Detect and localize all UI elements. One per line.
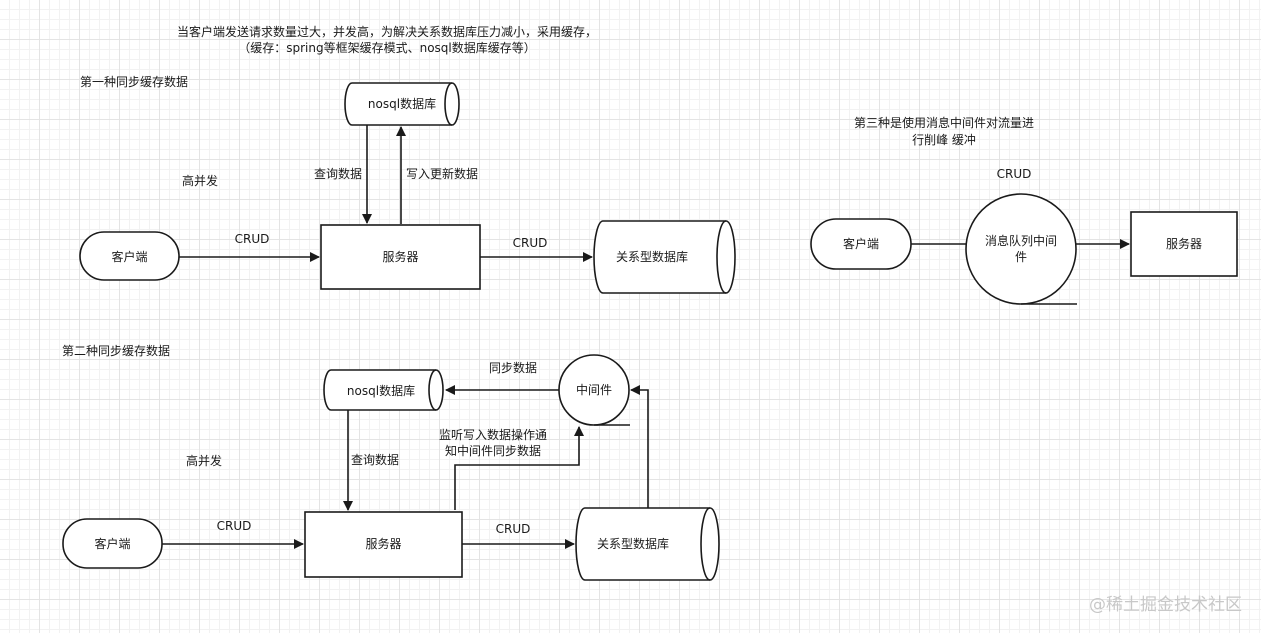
- section-2-relational-db[interactable]: 关系型数据库: [575, 507, 720, 581]
- section-1-crud-db-label: CRUD: [513, 236, 548, 250]
- section-3-message-queue[interactable]: 消息队列中间 件: [965, 193, 1077, 305]
- section-2-sync-label: 同步数据: [489, 360, 537, 375]
- section-3-client-label: 客户端: [843, 236, 879, 251]
- section-2-title: 第二种同步缓存数据: [62, 343, 170, 358]
- section-3-title-line-2: 行削峰 缓冲: [912, 132, 976, 147]
- section-1-client[interactable]: 客户端: [79, 231, 180, 281]
- section-2-nosql-label: nosql数据库: [347, 383, 415, 398]
- section-3-title-line-1: 第三种是使用消息中间件对流量进: [854, 115, 1034, 130]
- section-3-server[interactable]: 服务器: [1130, 211, 1238, 277]
- section-1-nosql-db[interactable]: nosql数据库: [344, 82, 460, 126]
- section-2-high-concurrency: 高并发: [186, 453, 222, 468]
- section-3-queue-label-line-2: 件: [1015, 250, 1027, 264]
- section-2-client-label: 客户端: [94, 536, 130, 551]
- section-2-crud-db-label: CRUD: [496, 522, 531, 536]
- section-1-relational-db-label: 关系型数据库: [616, 249, 688, 264]
- section-2-server[interactable]: 服务器: [304, 511, 463, 578]
- section-3-queue-label-line-1: 消息队列中间: [985, 233, 1057, 248]
- section-1-title: 第一种同步缓存数据: [80, 74, 188, 89]
- section-3-server-label: 服务器: [1166, 236, 1202, 251]
- section-1-nosql-label: nosql数据库: [368, 96, 436, 111]
- header-line-2: （缓存：spring等框架缓存模式、nosql数据库缓存等）: [238, 40, 536, 55]
- section-2-crud-client-label: CRUD: [217, 519, 252, 533]
- section-1-query-label: 查询数据: [314, 166, 362, 181]
- section-2: 第二种同步缓存数据 高并发 nosql数据库 中间件 客户端 服务器: [62, 343, 720, 581]
- section-2-middleware-label: 中间件: [576, 382, 612, 397]
- section-2-middleware[interactable]: 中间件: [558, 354, 630, 426]
- section-3-client[interactable]: 客户端: [810, 218, 912, 270]
- section-1-write-label: 写入更新数据: [406, 166, 478, 181]
- section-2-client[interactable]: 客户端: [62, 518, 163, 569]
- section-2-nosql-db[interactable]: nosql数据库: [323, 369, 444, 411]
- section-1-crud-client-label: CRUD: [235, 232, 270, 246]
- header-line-1: 当客户端发送请求数量过大，并发高，为解决关系数据库压力减小，采用缓存，: [177, 24, 597, 39]
- section-2-relational-db-label: 关系型数据库: [597, 536, 669, 551]
- section-1-relational-db[interactable]: 关系型数据库: [593, 220, 736, 294]
- section-2-query-label: 查询数据: [351, 452, 399, 467]
- section-2-db-to-middleware-arrow: [630, 385, 649, 508]
- section-2-notify-arrow: [454, 426, 584, 510]
- section-1: 第一种同步缓存数据 高并发 nosql数据库 客户端 服务器 关系型数据库 CR…: [79, 74, 736, 294]
- section-3-crud-label: CRUD: [997, 167, 1032, 181]
- section-1-server[interactable]: 服务器: [320, 224, 481, 290]
- section-1-server-label: 服务器: [382, 249, 418, 264]
- section-2-server-label: 服务器: [365, 536, 401, 551]
- section-1-high-concurrency: 高并发: [182, 173, 218, 188]
- section-2-notify-label-line-1: 监听写入数据操作通: [439, 427, 547, 442]
- header-note: 当客户端发送请求数量过大，并发高，为解决关系数据库压力减小，采用缓存， （缓存：…: [177, 24, 597, 55]
- section-1-client-label: 客户端: [111, 249, 147, 264]
- section-3: 第三种是使用消息中间件对流量进 行削峰 缓冲 CRUD 客户端 消息队列中间 件…: [810, 115, 1238, 305]
- watermark: @稀土掘金技术社区: [1089, 595, 1242, 615]
- section-2-notify-label-line-2: 知中间件同步数据: [445, 443, 541, 458]
